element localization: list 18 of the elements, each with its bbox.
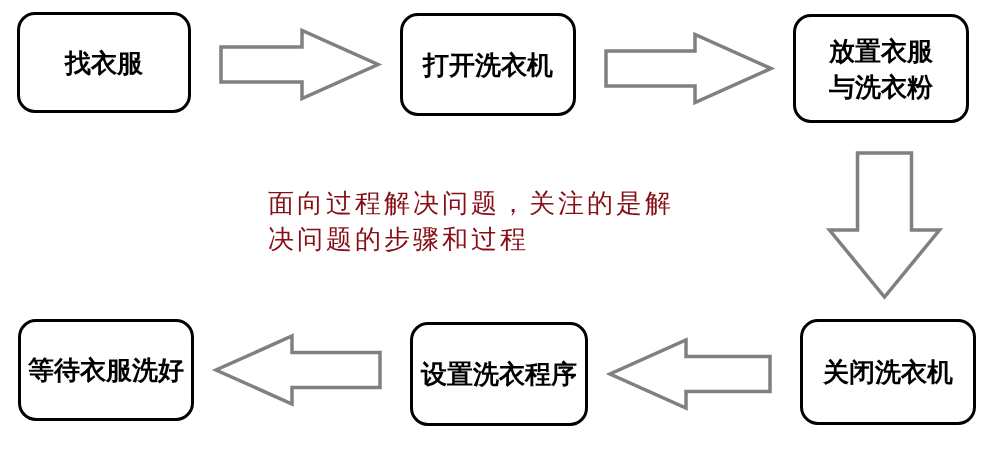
step-label: 打开洗衣机 [423,48,553,82]
block-arrow [825,151,944,300]
process-box [410,322,588,426]
step-label: 设置洗衣程序 [421,358,577,391]
step-label: 等待衣服洗好 [28,354,184,387]
process-box [400,13,576,116]
process-box [793,14,969,123]
block-arrow [604,31,776,106]
process-box [18,319,194,421]
block-arrow [219,27,383,102]
block-arrow [211,333,382,407]
step-label: 放置衣服与洗衣粉 [828,34,934,104]
step-label: 关闭洗衣机 [823,356,953,389]
process-box [800,319,976,425]
note-text: 面向过程解决问题，关注的是解决问题的步骤和过程 [268,187,675,256]
block-arrow [605,337,772,411]
step-label: 找衣服 [65,46,143,80]
process-box [17,12,191,113]
